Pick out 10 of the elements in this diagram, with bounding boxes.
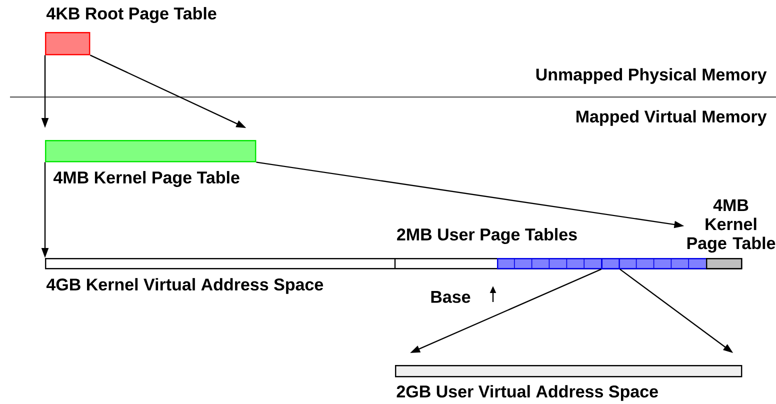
region-label: Unmapped Physical Memory xyxy=(536,68,767,84)
pointer-label: Base xyxy=(431,291,470,303)
node-label: 2MB User Page Tables xyxy=(397,228,577,244)
node-label: 4MB Kernel Page Table xyxy=(53,171,240,187)
node-label: 2GB User Virtual Address Space xyxy=(396,385,658,401)
region-label: Mapped Virtual Memory xyxy=(576,110,767,126)
node-label: 4GB Kernel Virtual Address Space xyxy=(46,278,324,294)
node-label: 4KB Root Page Table xyxy=(46,7,216,23)
page-table-cell xyxy=(601,258,620,270)
node-label: 4MB Kernel Page Table xyxy=(687,199,776,253)
